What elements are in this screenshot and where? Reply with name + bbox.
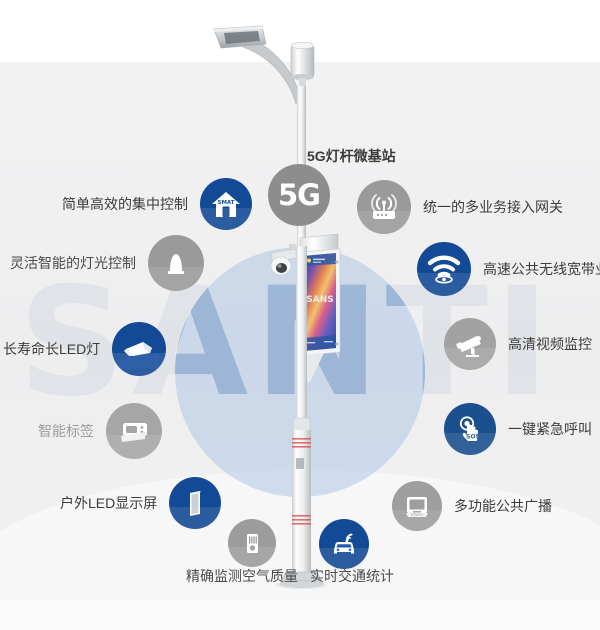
lamp-icon: [148, 235, 204, 291]
5g-base-station-label: 5G灯杆微基站: [307, 148, 396, 164]
feature-public-wireless-broadband[interactable]: 高速公共无线宽带业务: [417, 242, 600, 296]
feature-label: 一键紧急呼叫: [508, 421, 592, 437]
cctv-camera-icon: [444, 318, 496, 370]
feature-label: 简单高效的集中控制: [62, 196, 188, 212]
5g-badge-text: 5G: [278, 178, 321, 212]
air-quality-label: 精确监测空气质量: [186, 568, 298, 584]
background-watermark-highlight: SANTI: [175, 256, 425, 430]
feature-hd-video-surveillance[interactable]: 高清视频监控: [444, 318, 592, 370]
air-sensor-icon[interactable]: [228, 519, 276, 567]
router-icon: [357, 180, 411, 234]
sos-press-icon: SOS: [444, 403, 496, 455]
feature-label: 户外LED显示屏: [60, 495, 158, 511]
led-luminaire-icon: [112, 322, 167, 376]
speaker-screen-icon: Vtwvr: [392, 481, 442, 531]
feature-label: 智能标签: [38, 423, 94, 439]
traffic-statistics-label: 实时交通统计: [310, 568, 394, 584]
feature-public-broadcast[interactable]: Vtwvr 多功能公共广播: [392, 481, 552, 531]
svg-text:Vtwvr: Vtwvr: [410, 512, 423, 518]
feature-label: 统一的多业务接入网关: [423, 199, 563, 215]
feature-long-life-led[interactable]: 长寿命长LED灯: [3, 322, 167, 376]
led-display-icon: [169, 477, 222, 529]
background-top-band: [0, 0, 600, 62]
feature-one-key-emergency-call[interactable]: SOS 一键紧急呼叫: [444, 403, 592, 455]
smart-home-icon: SMAT: [200, 178, 252, 230]
feature-light-control[interactable]: 灵活智能的灯光控制: [10, 235, 204, 291]
feature-label: 高速公共无线宽带业务: [483, 261, 600, 277]
svg-text:SMAT: SMAT: [217, 200, 234, 206]
feature-central-control[interactable]: SMAT 简单高效的集中控制: [62, 178, 252, 230]
feature-label: 长寿命长LED灯: [3, 341, 101, 357]
feature-label: 多功能公共广播: [454, 498, 552, 514]
wifi-icon: [417, 242, 471, 296]
feature-outdoor-led-display[interactable]: 户外LED显示屏: [60, 477, 222, 529]
feature-label: 高清视频监控: [508, 336, 592, 352]
smart-tag-icon: [106, 403, 162, 459]
feature-label: 灵活智能的灯光控制: [10, 255, 136, 271]
feature-multi-service-gateway[interactable]: 统一的多业务接入网关: [357, 180, 563, 234]
svg-text:SOS: SOS: [466, 434, 480, 441]
feature-smart-tag[interactable]: 智能标签: [38, 403, 162, 459]
connected-car-icon[interactable]: [319, 519, 369, 569]
5g-badge[interactable]: 5G: [268, 164, 330, 226]
background-bottom-band: [0, 600, 600, 630]
